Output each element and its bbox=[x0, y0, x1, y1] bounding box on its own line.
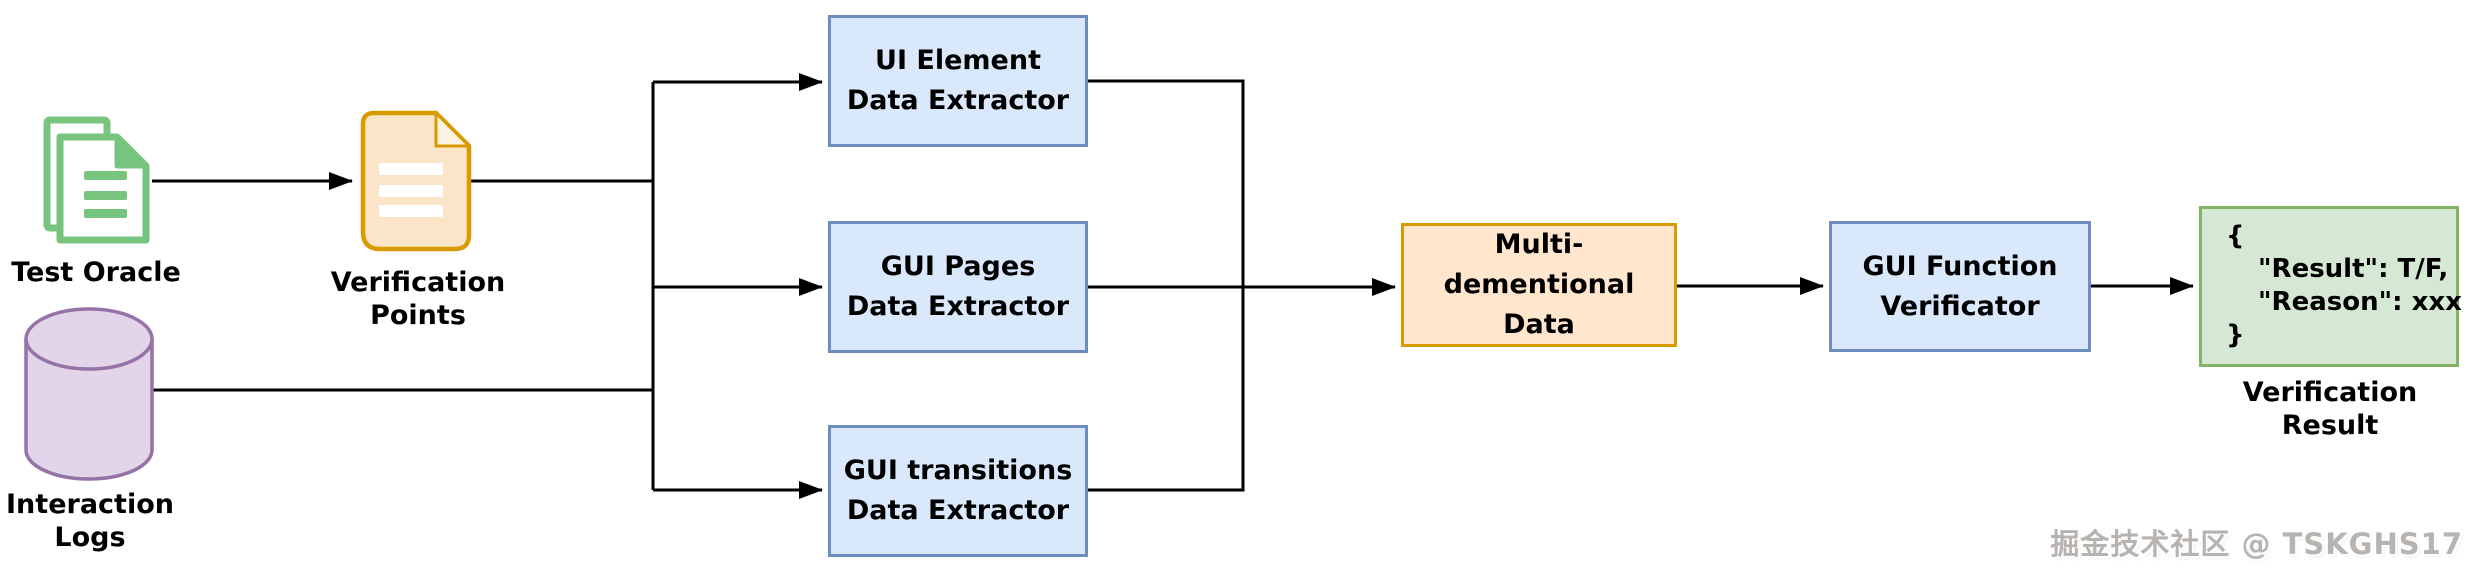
verification-points-document-icon bbox=[360, 110, 472, 252]
watermark-text: 掘金技术社区 @ TSKGHS17 bbox=[2050, 527, 2463, 561]
interaction-logs-label-line2: Logs bbox=[54, 522, 126, 553]
gui-function-verificator-box: GUI Function Verificator bbox=[1829, 221, 2091, 352]
gui-transitions-extractor-line2: Data Extractor bbox=[846, 495, 1070, 526]
test-oracle-documents-icon bbox=[43, 116, 150, 244]
verification-result-label-line1: Verification bbox=[2242, 377, 2418, 408]
interaction-logs-label-line1: Interaction bbox=[6, 489, 174, 520]
result-code-line2: "Result": T/F, bbox=[2258, 254, 2449, 284]
multi-dimensional-data-line2: Data bbox=[1503, 309, 1575, 340]
gui-transitions-data-extractor-box: GUI transitions Data Extractor bbox=[828, 425, 1088, 557]
interaction-logs-label: Interaction Logs bbox=[0, 488, 190, 554]
test-oracle-label: Test Oracle bbox=[0, 256, 196, 289]
verification-result-label: Verification Result bbox=[2230, 376, 2430, 442]
verification-points-label-line2: Points bbox=[370, 300, 466, 331]
ui-element-extractor-line1: UI Element bbox=[875, 45, 1041, 76]
result-code-line4: } bbox=[2226, 320, 2245, 350]
verification-result-label-line2: Result bbox=[2281, 410, 2379, 441]
ui-element-extractor-line2: Data Extractor bbox=[846, 85, 1070, 116]
ui-element-data-extractor-box: UI Element Data Extractor bbox=[828, 15, 1088, 147]
gui-pages-data-extractor-box: GUI Pages Data Extractor bbox=[828, 221, 1088, 353]
verification-result-box: { "Result": T/F, "Reason": xxx } bbox=[2199, 206, 2462, 367]
gui-pages-extractor-line1: GUI Pages bbox=[880, 251, 1036, 282]
verification-points-label: Verification Points bbox=[318, 266, 518, 332]
test-oracle-label-text: Test Oracle bbox=[11, 257, 181, 288]
gui-pages-extractor-line2: Data Extractor bbox=[846, 291, 1070, 322]
gui-transitions-extractor-line1: GUI transitions bbox=[843, 455, 1073, 486]
result-code-line3: "Reason": xxx bbox=[2258, 287, 2462, 317]
gui-function-verificator-line2: Verificator bbox=[1880, 290, 2040, 322]
result-code-line1: { bbox=[2226, 221, 2245, 251]
multi-dimensional-data-line1: Multi-dementional bbox=[1443, 229, 1635, 300]
verification-points-label-line1: Verification bbox=[330, 267, 506, 298]
gui-function-verificator-line1: GUI Function bbox=[1862, 250, 2058, 282]
interaction-logs-database-icon bbox=[24, 307, 154, 481]
multi-dimensional-data-box: Multi-dementional Data bbox=[1401, 223, 1677, 347]
